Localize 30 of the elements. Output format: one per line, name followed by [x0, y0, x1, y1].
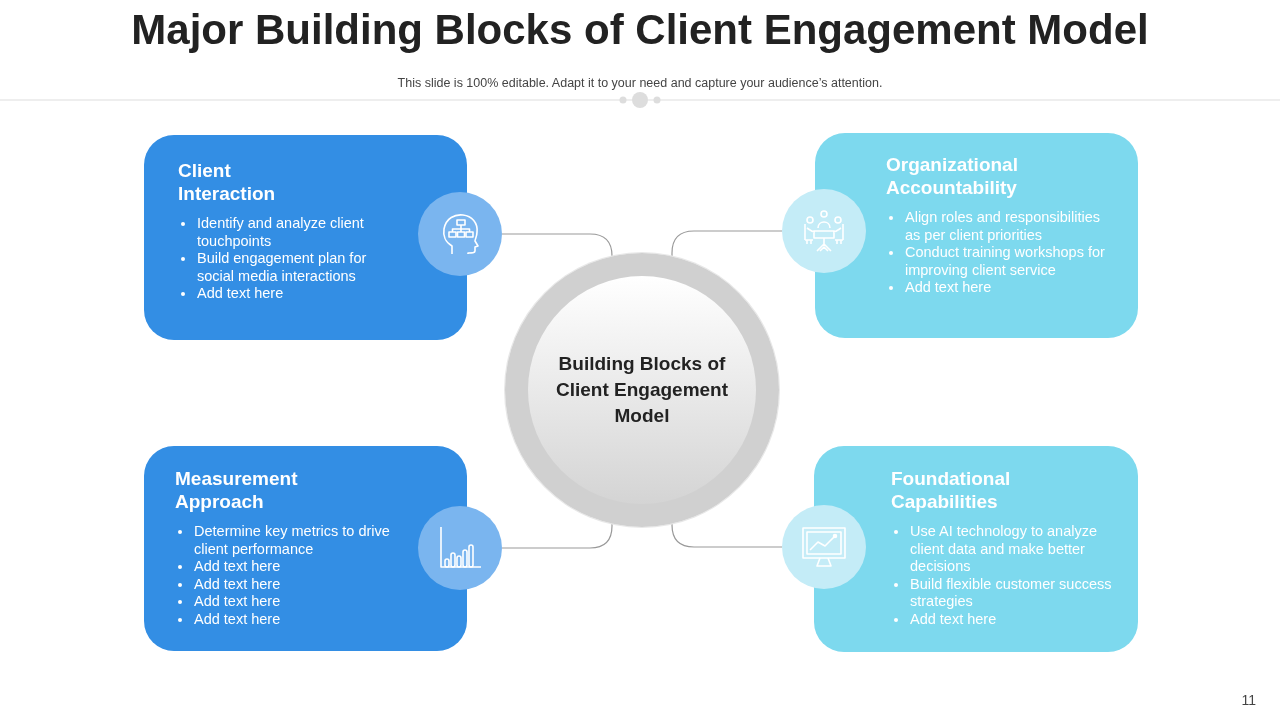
info-card	[815, 133, 1138, 338]
card-heading: Organizational Accountability	[886, 153, 1019, 199]
bullet-item: Add text here	[194, 610, 281, 627]
info-card	[144, 135, 467, 340]
bullet-item: Conduct training workshops for improving client service	[905, 244, 1105, 278]
bullet-item: Add text here	[197, 285, 284, 301]
bullet-item: Add text here	[910, 610, 997, 627]
info-card	[814, 446, 1138, 652]
bullet-item: Add text here	[194, 558, 281, 574]
page-number: 11	[1241, 692, 1256, 708]
title: Major Building Blocks of Client Engagement Model	[130, 6, 1150, 54]
connector-line	[671, 523, 783, 548]
bullet-item: Add text here	[905, 279, 992, 295]
bullet-item: Add text here	[194, 593, 281, 609]
info-card	[144, 446, 467, 651]
card-heading: Foundational Capabilities	[891, 467, 1012, 513]
bullet-item: Determine key metrics to drive client performance	[194, 523, 390, 557]
connector-line	[501, 233, 613, 257]
bullet-item: Align roles and responsibilities as per client priorities	[905, 209, 1101, 243]
bullet-item: Identify and analyze client touchpoints	[197, 215, 364, 249]
center-label: Building Blocks of Client Engagement Model	[554, 352, 730, 428]
bullet-item: Add text here	[194, 575, 281, 592]
bullet-item: Use AI technology to analyze client data and make better decisions	[910, 523, 1097, 574]
card-heading: Measurement Approach	[175, 467, 299, 513]
connector-line	[501, 523, 613, 549]
bullet-item: Build flexible customer success strategies	[910, 575, 1112, 609]
subtitle: This slide is 100% editable. Adapt it to your need and capture your audience’s attention.	[396, 76, 884, 90]
connector-line	[671, 230, 783, 257]
bullet-item: Build engagement plan for social media interactions	[197, 250, 367, 284]
card-heading: Client Interaction	[178, 159, 277, 205]
